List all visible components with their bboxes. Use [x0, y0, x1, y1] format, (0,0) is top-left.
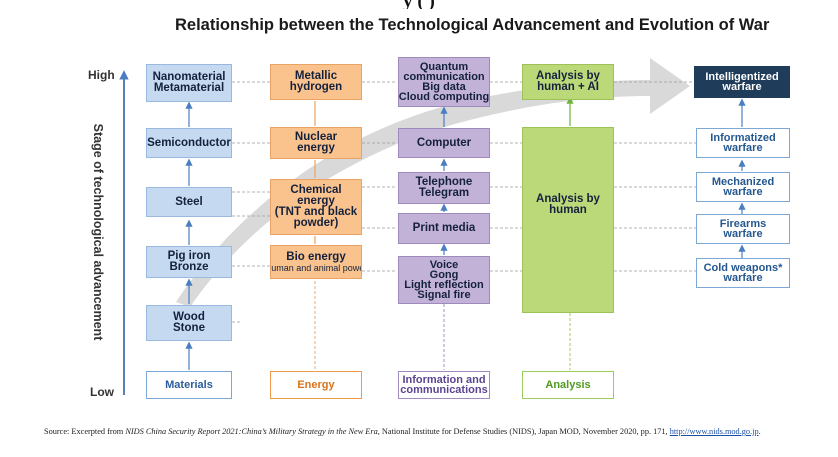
box-pig-iron: Pig iron Bronze — [146, 246, 232, 278]
box-line: Steel — [175, 195, 203, 208]
box-line: Quantum — [419, 61, 469, 73]
source-title: NIDS China Security Report 2021:China’s … — [125, 427, 380, 436]
source-citation: Source: Excerpted from NIDS China Securi… — [44, 426, 804, 437]
box-bio-energy: Bio energy (Human and animal power) — [270, 245, 362, 279]
box-line: Metallic — [294, 70, 338, 82]
box-line: powder) — [293, 217, 339, 229]
box-line: Signal fire — [417, 289, 471, 301]
box-line: Nanomaterial — [152, 71, 226, 83]
box-line: energy — [297, 142, 335, 154]
box-line: warfare — [722, 81, 762, 93]
box-metallic-hydrogen: Metallic hydrogen — [270, 64, 362, 100]
footer-label: Analysis — [545, 378, 591, 391]
box-nuclear-energy: Nuclear energy — [270, 127, 362, 159]
box-analysis-human: Analysis by human — [522, 127, 614, 313]
footer-label: Energy — [297, 378, 335, 391]
box-line: Intelligentized — [705, 70, 779, 83]
box-line: human + AI — [537, 81, 599, 93]
box-line: Telephone — [415, 176, 473, 188]
box-line: Wood — [173, 311, 205, 323]
footer-materials: Materials — [146, 371, 232, 399]
box-line: Firearms — [719, 217, 767, 230]
source-prefix: Source: Excerpted from — [44, 427, 126, 436]
cut-off-heading: y ( ) — [0, 0, 838, 9]
box-quantum-communication: Quantum communication Big data Cloud com… — [398, 57, 490, 107]
high-label: High — [88, 68, 115, 82]
box-semiconductor: Semiconductor — [146, 128, 232, 158]
box-line: warfare — [723, 228, 763, 240]
box-line: Cloud computing — [398, 91, 490, 103]
box-line: warfare — [723, 272, 763, 284]
box-line: Voice — [429, 259, 459, 271]
box-line: human — [549, 204, 587, 216]
box-analysis-human-ai: Analysis by human + AI — [522, 64, 614, 100]
footer-label: Materials — [165, 378, 213, 391]
box-line: warfare — [723, 186, 763, 198]
box-line: Nuclear — [294, 131, 338, 143]
box-line: (TNT and black — [274, 206, 358, 218]
box-nanomaterial: Nanomaterial Metamaterial — [146, 64, 232, 102]
box-line: Metamaterial — [153, 82, 225, 94]
box-line: hydrogen — [289, 81, 343, 93]
box-line: Computer — [416, 136, 472, 149]
footer-information: Information and communications — [398, 371, 490, 399]
footer-analysis: Analysis — [522, 371, 614, 399]
box-line: communication — [403, 71, 485, 83]
diagram-title: Relationship between the Technological A… — [175, 16, 770, 34]
box-line: Telegram — [418, 187, 470, 199]
box-line: Big data — [422, 81, 466, 93]
box-chemical-energy: Chemical energy (TNT and black powder) — [270, 179, 362, 235]
box-voice-gong: Voice Gong Light reflection Signal fire — [398, 256, 490, 304]
box-note: (Human and animal power) — [271, 262, 361, 273]
box-line: Informatized — [710, 131, 776, 144]
footer-label: communications — [400, 384, 488, 396]
box-line: Analysis by — [536, 193, 600, 205]
source-suffix: National Institute for Defense Studies (… — [379, 427, 670, 436]
box-mechanized-warfare: Mechanized warfare — [696, 172, 790, 202]
box-line: Cold weapons* — [703, 261, 783, 274]
y-axis-label: Stage of technological advancement — [91, 123, 105, 341]
box-wood: Wood Stone — [146, 305, 232, 341]
low-label: Low — [90, 385, 114, 399]
box-steel: Steel — [146, 187, 232, 217]
box-computer: Computer — [398, 128, 490, 158]
box-line: Print media — [412, 222, 476, 234]
box-line: Analysis by — [536, 70, 600, 82]
box-line: energy — [297, 195, 335, 207]
footer-label: Information and — [402, 373, 486, 386]
box-intelligentized-warfare: Intelligentized warfare — [694, 66, 790, 98]
source-link[interactable]: http://www.nids.mod.go.jp — [669, 427, 759, 436]
footer-energy: Energy — [270, 371, 362, 399]
evolution-arrow — [176, 58, 690, 307]
box-print-media: Print media — [398, 213, 490, 244]
box-line: Mechanized — [711, 175, 775, 188]
source-end: . — [758, 427, 761, 436]
box-line: Chemical — [290, 184, 342, 196]
box-firearms-warfare: Firearms warfare — [696, 214, 790, 244]
box-line: Pig iron — [167, 250, 211, 262]
box-line: Light reflection — [404, 279, 484, 291]
box-line: warfare — [723, 142, 763, 154]
box-line: Gong — [429, 269, 459, 281]
box-informatized-warfare: Informatized warfare — [696, 128, 790, 158]
box-line: Semiconductor — [147, 136, 231, 149]
box-telephone: Telephone Telegram — [398, 172, 490, 204]
box-line: Bronze — [169, 261, 209, 273]
box-cold-weapons-warfare: Cold weapons* warfare — [696, 258, 790, 288]
box-line: Stone — [173, 322, 205, 334]
box-line: Bio energy — [286, 250, 346, 263]
